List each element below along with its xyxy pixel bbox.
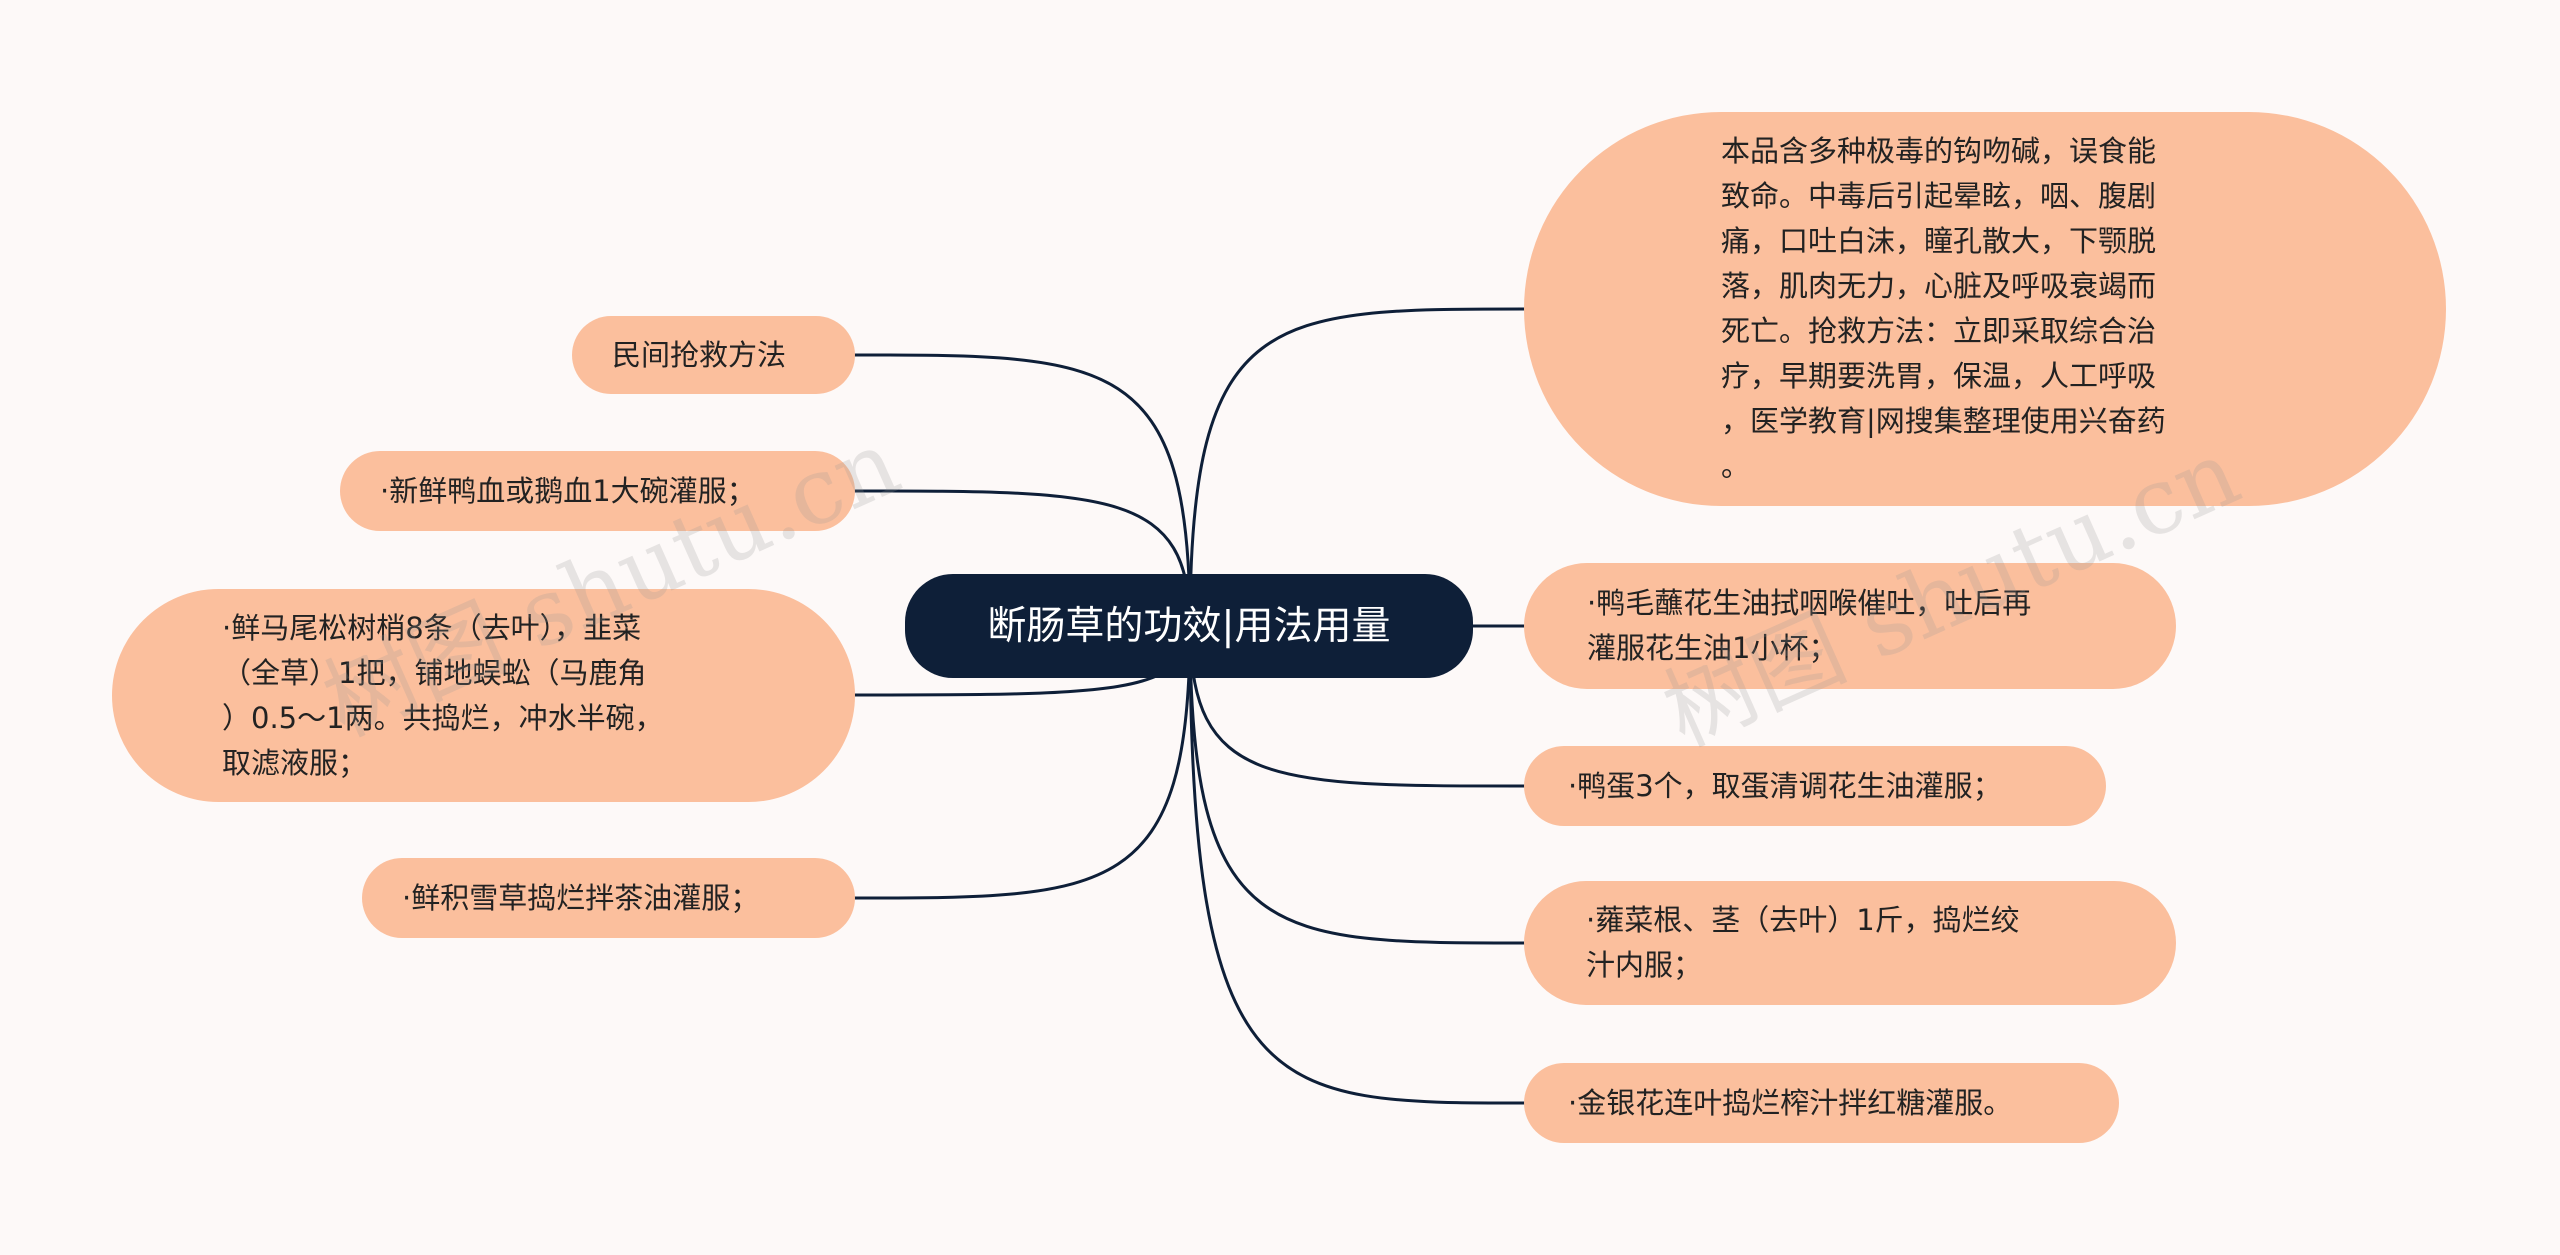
center-topic[interactable]: 断肠草的功效|用法用量: [905, 574, 1473, 678]
topic-pine-tips-label: ·鲜马尾松树梢8条（去叶），韭菜 （全草）1把，铺地蜈蚣（马鹿角 ）0.5～1两…: [222, 610, 664, 780]
topic-honeysuckle[interactable]: ·金银花连叶捣烂榨汁拌红糖灌服。: [1524, 1063, 2119, 1143]
topic-snow-grass[interactable]: ·鲜积雪草捣烂拌茶油灌服；: [362, 858, 855, 938]
topic-duck-blood-label: ·新鲜鸭血或鹅血1大碗灌服；: [380, 473, 756, 508]
topic-honeysuckle-label: ·金银花连叶捣烂榨汁拌红糖灌服。: [1568, 1085, 2013, 1120]
topic-folk-rescue-label: 民间抢救方法: [612, 337, 787, 372]
topic-folk-rescue[interactable]: 民间抢救方法: [572, 316, 855, 394]
connector-right-4: [1188, 624, 1526, 945]
connector-right-1: [1188, 307, 1526, 628]
connector-right-3: [1188, 624, 1526, 788]
topic-toxicity-label: 本品含多种极毒的钩吻碱，误食能 致命。中毒后引起晕眩，咽、腹剧 痛，口吐白沫，瞳…: [1721, 134, 2166, 483]
connector-left-4: [853, 624, 1192, 900]
connector-left-1: [853, 353, 1192, 628]
topic-pine-tips[interactable]: ·鲜马尾松树梢8条（去叶），韭菜 （全草）1把，铺地蜈蚣（马鹿角 ）0.5～1两…: [112, 589, 855, 802]
topic-water-spinach[interactable]: ·蕹菜根、茎（去叶）1斤，捣烂绞 汁内服；: [1524, 881, 2176, 1005]
topic-toxicity[interactable]: 本品含多种极毒的钩吻碱，误食能 致命。中毒后引起晕眩，咽、腹剧 痛，口吐白沫，瞳…: [1524, 112, 2446, 506]
topic-duck-feather-label: ·鸭毛蘸花生油拭咽喉催吐，吐后再 灌服花生油1小杯；: [1587, 586, 2032, 665]
connector-right-5: [1188, 624, 1526, 1105]
center-topic-label: 断肠草的功效|用法用量: [987, 603, 1391, 649]
topic-snow-grass-label: ·鲜积雪草捣烂拌茶油灌服；: [402, 880, 760, 915]
topic-duck-egg-label: ·鸭蛋3个，取蛋清调花生油灌服；: [1568, 768, 2002, 803]
topic-duck-blood[interactable]: ·新鲜鸭血或鹅血1大碗灌服；: [340, 451, 855, 531]
topic-duck-feather[interactable]: ·鸭毛蘸花生油拭咽喉催吐，吐后再 灌服花生油1小杯；: [1524, 563, 2176, 689]
topic-duck-egg[interactable]: ·鸭蛋3个，取蛋清调花生油灌服；: [1524, 746, 2106, 826]
topic-water-spinach-label: ·蕹菜根、茎（去叶）1斤，捣烂绞 汁内服；: [1586, 903, 2020, 982]
